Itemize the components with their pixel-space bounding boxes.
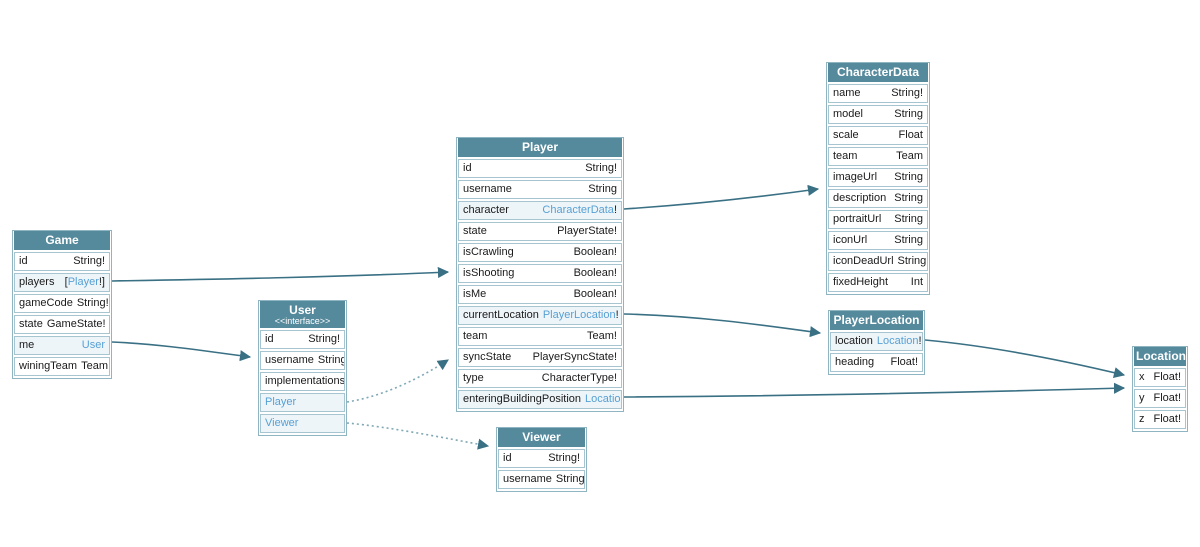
- node-header[interactable]: User <<interface>>: [260, 301, 345, 328]
- node-title: PlayerLocation: [833, 313, 920, 327]
- edge-PlayerLocation.location-to-Location: [924, 339, 1126, 379]
- node-header[interactable]: Player: [458, 138, 622, 157]
- node-subtitle: <<interface>>: [274, 316, 331, 326]
- edge-Player.currentLocation-to-PlayerLocation: [623, 313, 822, 338]
- node-title: Player: [521, 140, 559, 154]
- node-header[interactable]: Location: [1134, 347, 1186, 366]
- edge-User.Viewer-to-Viewer: [346, 422, 490, 450]
- edge-Game.players-to-Player: [111, 266, 450, 282]
- node-header[interactable]: Game: [14, 231, 110, 250]
- row-User-Viewer[interactable]: Viewer: [260, 414, 345, 433]
- node-title: Viewer: [522, 430, 561, 444]
- row-Game-players[interactable]: players[Player!]: [14, 273, 110, 292]
- edge-User.Player-to-Player: [346, 359, 449, 403]
- edge-Game.me-to-User: [111, 341, 252, 362]
- edge-Player.enteringBuildingPosition-to-Location: [623, 382, 1126, 398]
- node-header[interactable]: Viewer: [498, 428, 585, 447]
- node-title: Location: [1136, 349, 1186, 363]
- node-header[interactable]: CharacterData: [828, 63, 928, 82]
- row-User-implementations[interactable]: implementations: [260, 372, 345, 391]
- node-title: CharacterData: [836, 65, 920, 79]
- node-title: Game: [45, 233, 79, 247]
- row-User-Player[interactable]: Player: [260, 393, 345, 412]
- node-title: User: [289, 303, 316, 317]
- edge-Player.character-to-CharacterData: [623, 184, 820, 210]
- node-header[interactable]: PlayerLocation: [830, 311, 923, 330]
- row-Player-enteringBuildingPosition[interactable]: enteringBuildingPositionLocation: [458, 390, 622, 409]
